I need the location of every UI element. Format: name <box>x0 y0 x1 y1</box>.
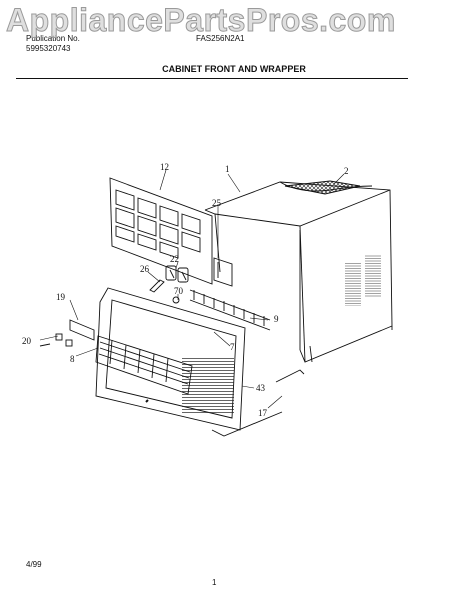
screws <box>39 333 73 347</box>
callout-2: 2 <box>344 166 349 176</box>
side-vent-louvers-rear <box>365 254 381 298</box>
callout-8: 8 <box>70 354 75 364</box>
publication-number: 5995320743 <box>26 44 71 53</box>
page-title: CABINET FRONT AND WRAPPER <box>162 64 306 74</box>
front-grille-louvers <box>182 356 234 414</box>
title-divider <box>16 78 408 79</box>
callout-43: 43 <box>256 383 266 393</box>
leader-lines <box>39 169 345 409</box>
callout-25: 25 <box>212 198 222 208</box>
callout-22: 22 <box>170 254 179 264</box>
callout-7: 7 <box>230 342 235 352</box>
callout-19: 19 <box>56 292 66 302</box>
coil-tubes <box>189 289 271 331</box>
revision-date: 4/99 <box>26 560 42 569</box>
filter-bracket <box>213 257 233 287</box>
callout-9: 9 <box>274 314 279 324</box>
side-vent-louvers <box>345 262 361 306</box>
callout-26: 26 <box>140 264 150 274</box>
control-knobs <box>149 265 189 304</box>
discharge-grille <box>95 335 193 395</box>
cabinet-wrapper <box>204 180 393 363</box>
callout-1: 1 <box>225 164 230 174</box>
exploded-parts-diagram: 1 2 12 25 22 26 70 9 7 19 20 8 43 17 <box>22 162 393 437</box>
air-filter <box>109 177 213 285</box>
watermark-logo: AppliancePartsPros.com <box>6 2 396 39</box>
page-number: 1 <box>212 578 217 587</box>
side-bracket <box>69 319 95 341</box>
model-number: FAS256N2A1 <box>196 34 245 43</box>
publication-label: Publication No. <box>26 34 80 43</box>
side-curtain-strips <box>211 369 305 437</box>
callout-12: 12 <box>160 162 169 172</box>
callout-17: 17 <box>258 408 268 418</box>
callout-70: 70 <box>174 286 184 296</box>
callout-20: 20 <box>22 336 32 346</box>
